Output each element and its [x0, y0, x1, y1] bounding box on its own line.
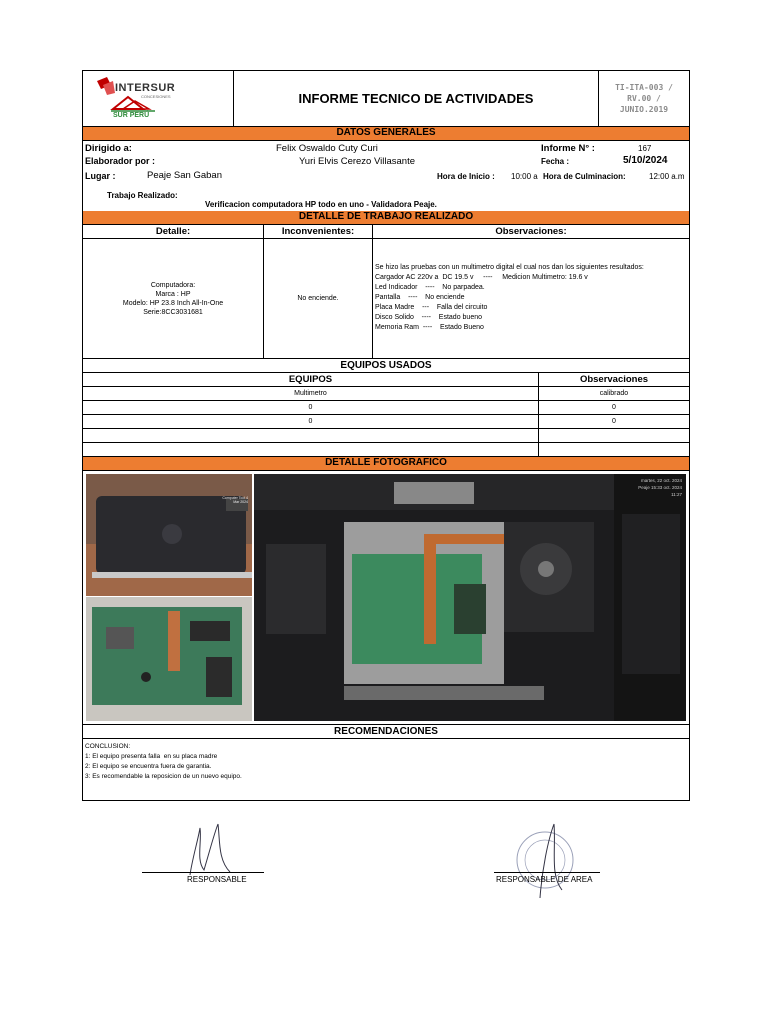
col-detalle: Detalle: — [83, 225, 264, 238]
logo-name: INTERSUR — [115, 82, 176, 94]
observacion-line: Pantalla ---- No enciende — [375, 294, 465, 301]
equipo-cell — [83, 429, 539, 442]
trabajo-label: Trabajo Realizado: — [107, 191, 178, 200]
elaborador-label: Elaborador por : — [85, 156, 156, 166]
observaciones-cell: Se hizo las pruebas con un multimetro di… — [373, 239, 689, 358]
equipo-obs-cell: calibrado — [599, 390, 629, 397]
open-chassis-image — [254, 474, 686, 721]
logo-tagline: CONCESIONES — [141, 94, 171, 99]
photo3-stamp-line-1: martes, 22 oct. 2024 — [640, 478, 682, 483]
photo3-stamp-line-2: Peaje 15:33 oct. 2024 — [638, 485, 682, 490]
section-recomendaciones: RECOMENDACIONES — [82, 725, 690, 739]
signature-label-responsable: RESPONSABLE — [187, 875, 247, 884]
dirigido-label: Dirigido a: — [85, 143, 132, 154]
signature-label-area: RESPONSABLE DE AREA — [496, 875, 593, 884]
inconvenientes-cell: No enciende. — [264, 239, 373, 358]
observacion-line: Disco Solido ---- Estado bueno — [375, 314, 482, 321]
observacion-line: Cargador AC 220v a DC 19.5 v ---- Medici… — [375, 274, 588, 281]
detalle-table-header: Detalle: Inconvenientes: Observaciones: — [82, 225, 690, 239]
col-observaciones: Observaciones: — [495, 226, 567, 237]
equipo-obs-cell — [539, 429, 689, 442]
company-logo: INTERSUR CONCESIONES SUR PERÚ — [83, 71, 234, 126]
photo3-stamp-line-3: 11:27 — [671, 492, 682, 497]
code-line-2: RV.00 / — [627, 94, 661, 103]
report-title: INFORME TECNICO DE ACTIVIDADES — [234, 71, 599, 126]
table-row — [82, 429, 690, 443]
signature-line-responsable — [142, 872, 264, 873]
detalle-line: Computadora: — [150, 281, 196, 289]
section-detalle-fotografico: DETALLE FOTOGRAFICO — [82, 457, 690, 471]
section-detalle-trabajo: DETALLE DE TRABAJO REALIZADO — [82, 211, 690, 225]
hora-fin-value: 12:00 a.m — [649, 172, 685, 181]
table-row: 0 0 — [82, 415, 690, 429]
hora-fin-label: Hora de Culminacion: — [543, 172, 626, 181]
lugar-label: Lugar : — [85, 171, 116, 181]
monitor-back-image — [86, 474, 252, 596]
col-inconvenientes: Inconvenientes: — [264, 225, 373, 238]
detalle-line: Serie:8CC3031681 — [143, 308, 203, 316]
observacion-line: Se hizo las pruebas con un multimetro di… — [375, 264, 644, 271]
motherboard-closeup-image — [86, 597, 252, 721]
fecha-label: Fecha : — [541, 157, 570, 166]
general-data-block: Dirigido a: Felix Oswaldo Cuty Curi Info… — [82, 141, 690, 211]
elaborador-value: Yuri Elvis Cerezo Villasante — [299, 156, 415, 167]
signature-area-stamp-icon — [516, 823, 574, 899]
hora-inicio-label: Hora de Inicio : — [437, 172, 495, 181]
recomendacion-line: CONCLUSION: — [85, 743, 131, 750]
equipos-table-header: EQUIPOS Observaciones — [82, 373, 690, 387]
photo-open-chassis: martes, 22 oct. 2024 Peaje 15:33 oct. 20… — [254, 474, 686, 721]
fecha-value: 5/10/2024 — [623, 155, 668, 166]
code-line-3: JUNIO.2019 — [619, 105, 669, 114]
detalle-line: Marca : HP — [155, 290, 191, 298]
table-row — [82, 443, 690, 457]
informe-value: 167 — [638, 144, 652, 153]
logo-sub: SUR PERÚ — [113, 112, 150, 119]
table-row: 0 0 — [82, 401, 690, 415]
observacion-line: Memoria Ram ---- Estado Bueno — [375, 324, 484, 331]
lugar-value: Peaje San Gaban — [147, 170, 223, 181]
photo-motherboard-closeup — [86, 597, 252, 721]
section-datos-generales: DATOS GENERALES — [82, 127, 690, 141]
detalle-table-row: Computadora: Marca : HP Modelo: HP 23.8 … — [82, 239, 690, 359]
code-line-1: TI-ITA-003 / — [615, 83, 673, 92]
signature-line-area — [494, 872, 600, 873]
observacion-line: Led Indicador ---- No parpadea. — [375, 284, 485, 291]
equipo-obs-cell: 0 — [612, 404, 616, 411]
recomendacion-line: 3: Es recomendable la reposicion de un n… — [85, 773, 242, 780]
photo1-stamp: Computer Tool 4 Mar 2024 — [222, 496, 248, 504]
equipo-cell — [83, 443, 539, 456]
photo-gallery: Computer Tool 4 Mar 2024 — [82, 471, 690, 725]
col-equipos-observaciones: Observaciones — [579, 374, 649, 385]
table-row: Multimetro calibrado — [82, 387, 690, 401]
detalle-line: Modelo: HP 23.8 Inch All-In-One — [122, 299, 224, 307]
report-header: INTERSUR CONCESIONES SUR PERÚ INFORME TE… — [82, 70, 690, 127]
photo-monitor-back: Computer Tool 4 Mar 2024 — [86, 474, 252, 596]
recomendacion-line: 2: El equipo se encuentra fuera de garan… — [85, 763, 212, 770]
col-equipos: EQUIPOS — [83, 373, 539, 386]
equipo-cell: 0 — [83, 401, 539, 414]
equipo-obs-cell: 0 — [612, 418, 616, 425]
detalle-cell: Computadora: Marca : HP Modelo: HP 23.8 … — [83, 239, 264, 358]
dirigido-value: Felix Oswaldo Cuty Curi — [276, 143, 378, 154]
observacion-line: Placa Madre --- Falla del circuito — [375, 304, 488, 311]
trabajo-value: Verificacion computadora HP todo en uno … — [205, 200, 437, 209]
informe-label: Informe N° : — [541, 143, 595, 154]
equipo-cell: 0 — [83, 415, 539, 428]
report-sheet: INTERSUR CONCESIONES SUR PERÚ INFORME TE… — [82, 70, 690, 801]
hora-inicio-value: 10:00 a — [511, 172, 538, 181]
recomendacion-line: 1: El equipo presenta falla en su placa … — [85, 753, 218, 760]
section-equipos-usados: EQUIPOS USADOS — [82, 359, 690, 373]
equipo-cell: Multimetro — [83, 387, 539, 400]
signature-responsable-icon — [189, 823, 231, 876]
intersur-logo-icon — [97, 77, 155, 112]
recomendaciones-body: CONCLUSION: 1: El equipo presenta falla … — [82, 739, 690, 801]
document-code: TI-ITA-003 / RV.00 / JUNIO.2019 — [599, 71, 689, 126]
equipo-obs-cell — [539, 443, 689, 456]
